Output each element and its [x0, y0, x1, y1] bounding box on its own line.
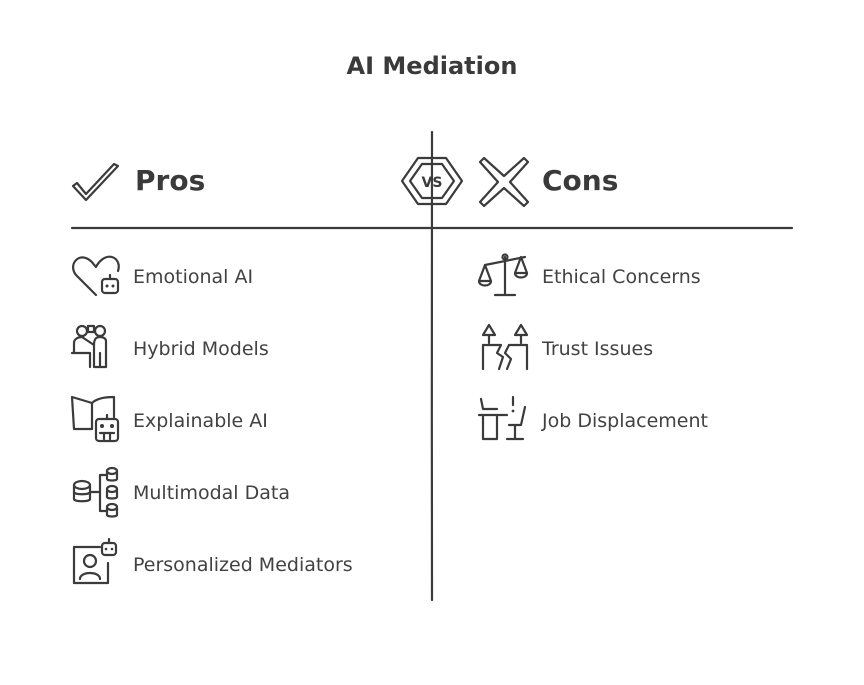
cross-icon: [478, 156, 530, 208]
pros-item-emotional-ai: Emotional AI: [70, 253, 253, 301]
heart-robot-icon: [72, 255, 120, 297]
cons-item-ethical-concerns: Ethical Concerns: [477, 253, 701, 301]
pros-item-label: Personalized Mediators: [133, 554, 353, 576]
checkmark-icon: [71, 162, 120, 202]
vs-badge: VS: [400, 156, 464, 206]
balance-scale-icon: [477, 253, 529, 297]
pros-item-multimodal-data: Multimodal Data: [70, 466, 290, 518]
pros-heading: Pros: [135, 164, 206, 197]
pros-item-explainable-ai: Explainable AI: [70, 395, 268, 445]
empty-desk-icon: [477, 395, 527, 441]
pros-item-personalized-mediators: Personalized Mediators: [70, 537, 353, 589]
cons-item-job-displacement: Job Displacement: [477, 395, 708, 445]
pros-item-label: Emotional AI: [133, 266, 254, 288]
book-robot-icon: [70, 395, 120, 443]
pros-item-hybrid-models: Hybrid Models: [70, 324, 269, 373]
page-title: AI Mediation: [346, 52, 518, 80]
pros-item-label: Multimodal Data: [133, 482, 290, 504]
person-robot-frame-icon: [72, 537, 118, 585]
pros-item-label: Hybrid Models: [133, 338, 269, 360]
vs-badge-text: VS: [422, 175, 443, 191]
cons-item-trust-issues: Trust Issues: [479, 323, 654, 373]
cons-item-label: Ethical Concerns: [542, 266, 701, 288]
broken-trust-icon: [481, 323, 529, 371]
cons-heading: Cons: [542, 164, 619, 197]
cons-item-label: Job Displacement: [542, 410, 708, 432]
pros-item-label: Explainable AI: [133, 410, 268, 432]
cons-item-label: Trust Issues: [542, 338, 654, 360]
database-stack-icon: [72, 466, 119, 518]
people-presentation-icon: [70, 324, 108, 369]
